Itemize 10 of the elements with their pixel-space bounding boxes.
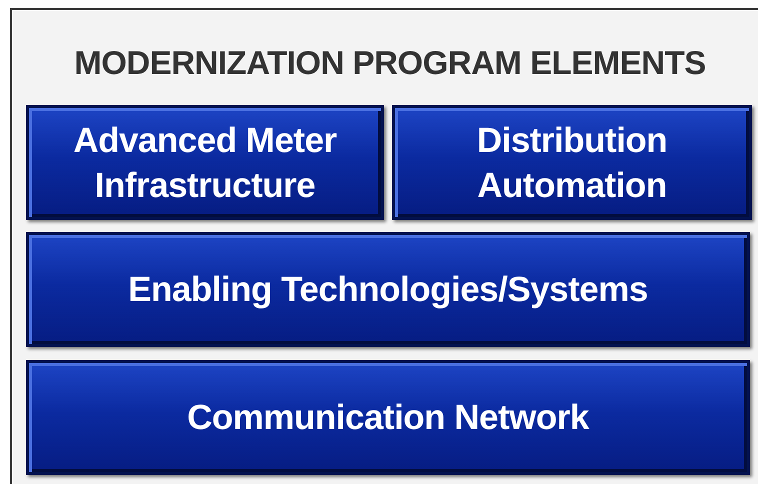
element-box bbox=[26, 232, 750, 347]
panel bbox=[10, 8, 758, 484]
box-label: Advanced Meter Infrastructure bbox=[72, 120, 338, 206]
panel-title: MODERNIZATION PROGRAM ELEMENTS bbox=[73, 44, 707, 82]
element-box bbox=[26, 360, 750, 475]
box-label: Distribution Automation bbox=[476, 120, 668, 206]
box-label: Communication Network bbox=[186, 397, 590, 439]
element-box bbox=[26, 105, 384, 220]
box-label: Enabling Technologies/Systems bbox=[127, 269, 649, 311]
element-box bbox=[392, 105, 752, 220]
